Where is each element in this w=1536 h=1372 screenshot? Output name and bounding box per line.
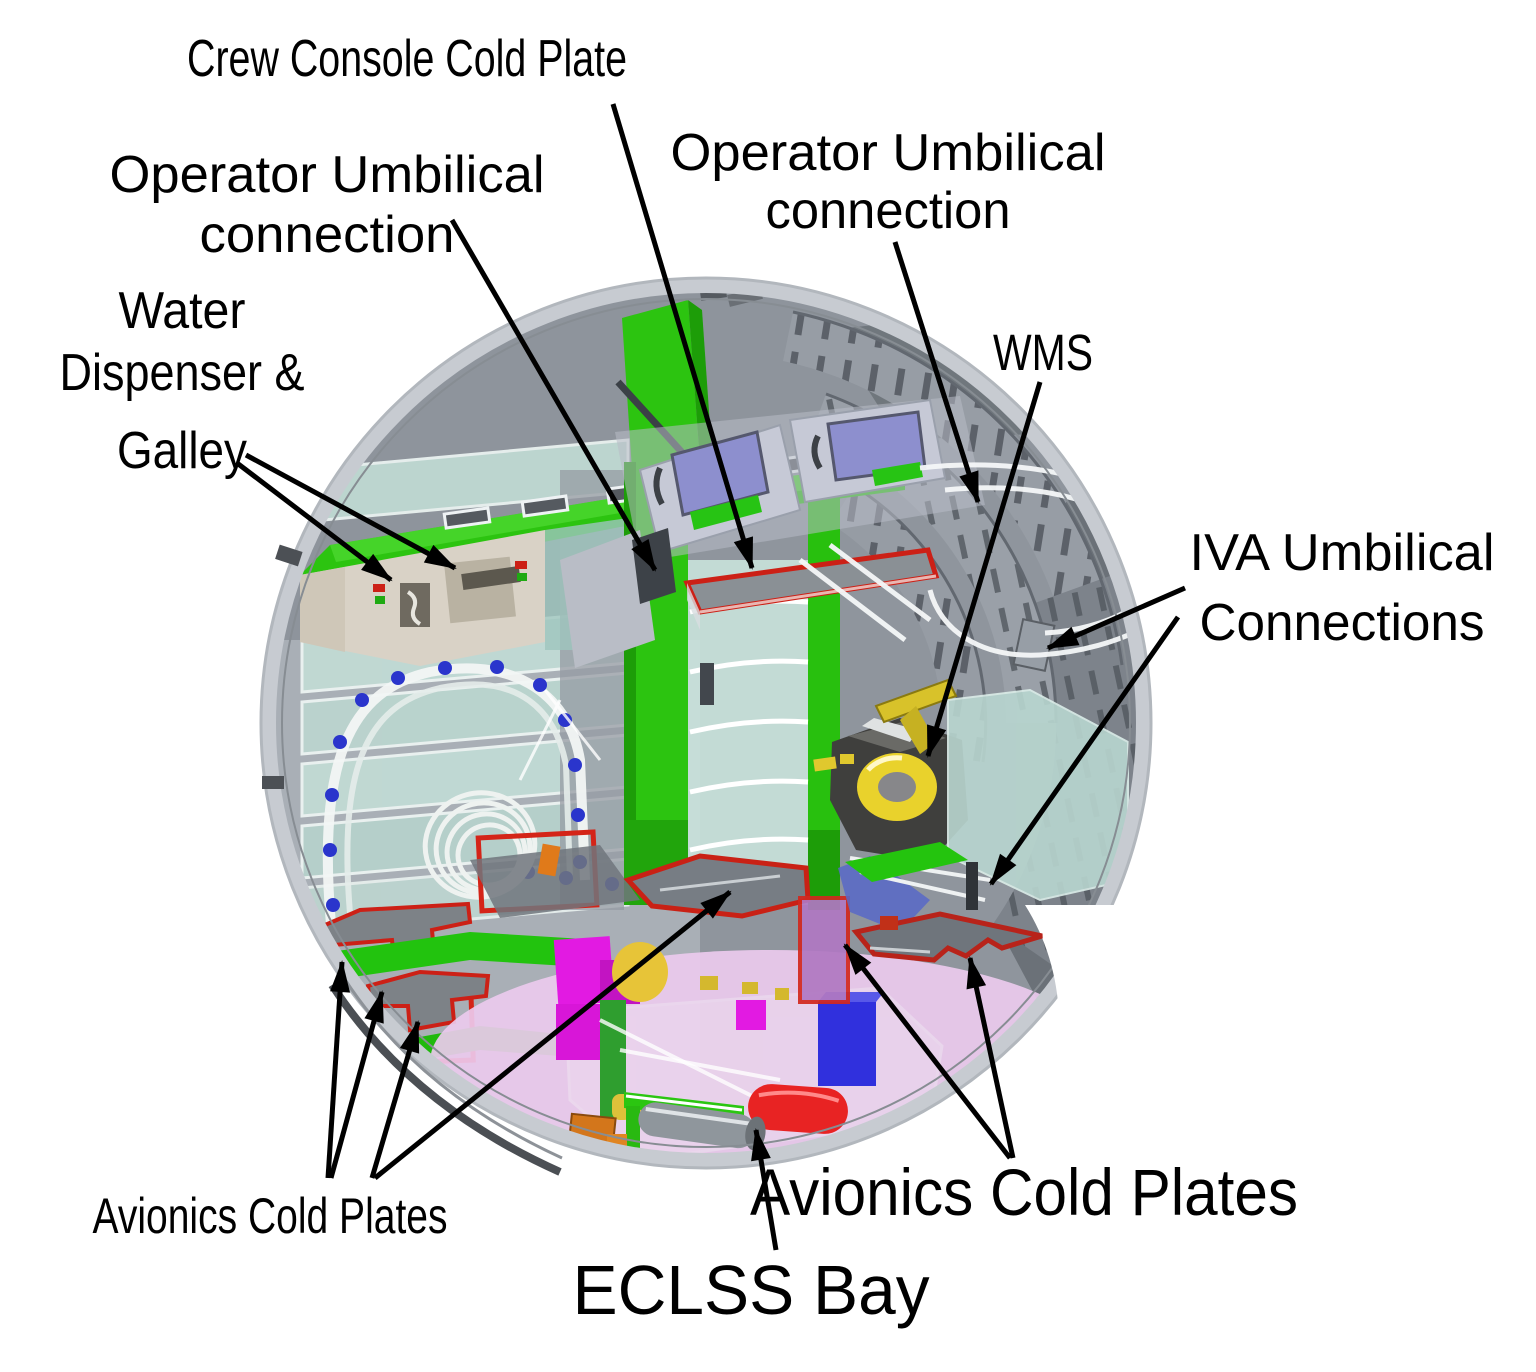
avionics-cold-plates-right-arrow — [966, 956, 1016, 1159]
water-dispenser-galley-arrow — [235, 461, 393, 582]
avionics-cold-plates-left-arrow — [373, 890, 732, 1180]
crew-console-cold-plate-label: Crew Console Cold Plate — [187, 30, 627, 88]
vessel-rim — [259, 276, 1153, 1170]
avionics-cold-plates-left-arrow — [325, 960, 351, 1179]
operator-umbilical-left-label: Operator Umbilical — [110, 146, 545, 204]
orange-fitting — [537, 843, 561, 877]
center-shelf-unit — [688, 560, 809, 905]
avionics-cold-plate-right — [851, 911, 1043, 963]
avionics-cold-plates-right-arrow — [843, 943, 1012, 1160]
eclss-bay-equipment — [553, 936, 944, 1160]
avionics-cold-plates-right-label: Avionics Cold Plates — [750, 1155, 1298, 1229]
operator-umbilical-left-label: connection — [200, 206, 455, 264]
blue-strut — [838, 856, 930, 932]
avionics-cold-plates-left-label: Avionics Cold Plates — [93, 1188, 448, 1244]
crew-console-cold-plate-arrow — [610, 103, 755, 570]
iva-umbilical-connections-arrow — [988, 615, 1181, 886]
water-dispenser-galley-arrow — [244, 452, 457, 571]
operator-umbilical-right-arrow — [892, 241, 981, 504]
access-door — [798, 896, 850, 1004]
console-side-panel — [560, 530, 655, 668]
wms-arrow — [925, 381, 1043, 758]
water-dispenser-galley-label: Water — [119, 282, 246, 340]
equipment-plate — [470, 845, 640, 918]
avionics-cold-plates-left-arrow — [328, 990, 385, 1179]
water-dispenser-galley-label: Galley — [117, 422, 247, 480]
rim-edge-lower-left — [328, 982, 562, 1176]
eclss-bay-arrow — [751, 1128, 779, 1251]
rim-fitting-1 — [275, 544, 303, 567]
crew-console — [615, 396, 985, 562]
crew-module-cutaway — [259, 276, 1220, 1180]
iva-floor-stub — [966, 862, 978, 910]
cutaway-region — [1025, 905, 1220, 1180]
operator-umbilical-right-label: Operator Umbilical — [671, 124, 1106, 182]
operator-umbilical-left-arrow — [449, 218, 658, 572]
water-dispenser-galley-label: Dispenser & — [60, 344, 305, 402]
green-deck-right — [845, 842, 968, 882]
iva-umbilical-connections-label: Connections — [1200, 594, 1485, 652]
green-floor-slab — [330, 932, 600, 980]
rim-fitting-2 — [262, 776, 284, 789]
iva-umbilical-connections-label: IVA Umbilical — [1190, 524, 1495, 582]
eclss-bay-label: ECLSS Bay — [573, 1251, 930, 1329]
operator-umbilical-right-label: connection — [766, 182, 1011, 240]
rim-edge-lower-left-highlight — [342, 977, 563, 1160]
iva-umbilical-connections-arrow — [1046, 585, 1187, 651]
avionics-cold-plates-left-arrow — [369, 1020, 421, 1179]
wms-label: WMS — [993, 324, 1093, 381]
